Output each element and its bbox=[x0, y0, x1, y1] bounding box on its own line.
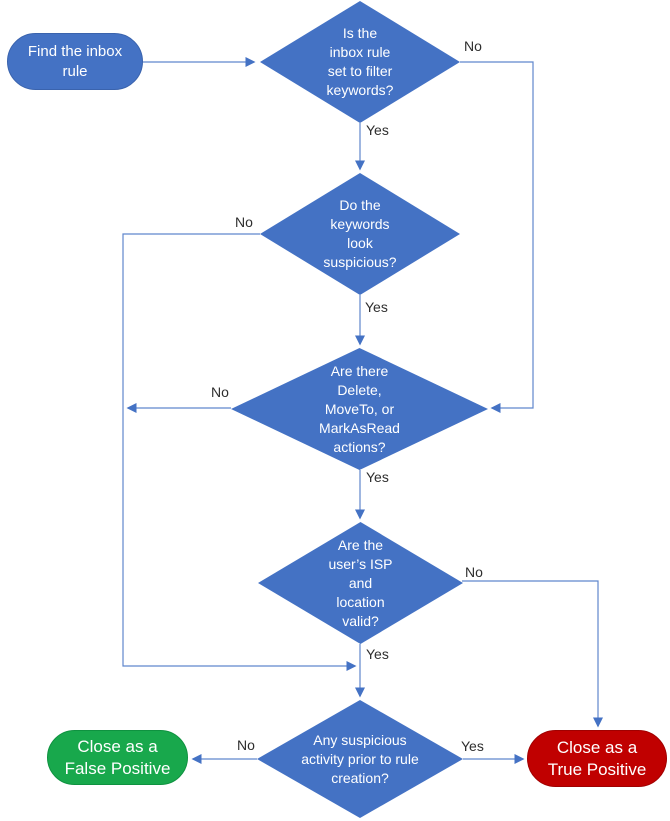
decision-keywords-suspicious-label: Do the keywords look suspicious? bbox=[323, 197, 397, 270]
outcome-true-positive: Close as a True Positive bbox=[527, 730, 667, 787]
outcome-true-positive-label: Close as a True Positive bbox=[547, 737, 647, 779]
decision-rule-actions-label: Are there Delete, MoveTo, or MarkAsRead … bbox=[319, 362, 400, 455]
diamond-shape bbox=[260, 1, 460, 123]
diamond-shape bbox=[257, 700, 463, 818]
edge-label-prior-activity-yes: Yes bbox=[461, 738, 484, 754]
edge-label-isp-location-yes: Yes bbox=[366, 646, 389, 662]
edge-label-isp-location-no: No bbox=[465, 564, 483, 580]
connector-filter-keywords-no-right-bypass bbox=[460, 61, 534, 413]
decision-keywords-suspicious: Do the keywords look suspicious? bbox=[260, 173, 460, 295]
diamond-shape bbox=[260, 173, 460, 295]
outcome-false-positive-label: Close as a False Positive bbox=[64, 736, 171, 778]
start-node-find-inbox-rule: Find the inbox rule bbox=[7, 33, 143, 90]
diamond-shape bbox=[231, 348, 488, 470]
decision-filter-keywords-label: Is the inbox rule set to filter keywords… bbox=[326, 25, 394, 98]
connector-isp-location-no bbox=[462, 580, 603, 728]
decision-isp-location: Are the user’s ISP and location valid? bbox=[258, 522, 463, 644]
decision-rule-actions: Are there Delete, MoveTo, or MarkAsRead … bbox=[231, 348, 488, 470]
connector-keywords-suspicious-no-left-rail bbox=[122, 233, 357, 671]
outcome-false-positive: Close as a False Positive bbox=[47, 730, 188, 785]
edge-label-prior-activity-no: No bbox=[237, 737, 255, 753]
edge-label-filter-keywords-no: No bbox=[464, 38, 482, 54]
edge-label-rule-actions-yes: Yes bbox=[366, 469, 389, 485]
decision-prior-activity-label: Any suspicious activity prior to rule cr… bbox=[301, 731, 419, 786]
edge-label-filter-keywords-yes: Yes bbox=[366, 122, 389, 138]
decision-prior-activity: Any suspicious activity prior to rule cr… bbox=[257, 700, 463, 818]
edge-label-rule-actions-no: No bbox=[211, 384, 229, 400]
edge-label-keywords-suspicious-no: No bbox=[235, 214, 253, 230]
decision-isp-location-label: Are the user’s ISP and location valid? bbox=[328, 536, 393, 629]
decision-filter-keywords: Is the inbox rule set to filter keywords… bbox=[260, 1, 460, 123]
start-node-label: Find the inbox rule bbox=[27, 42, 123, 80]
edge-label-keywords-suspicious-yes: Yes bbox=[365, 299, 388, 315]
diamond-shape bbox=[258, 522, 463, 644]
